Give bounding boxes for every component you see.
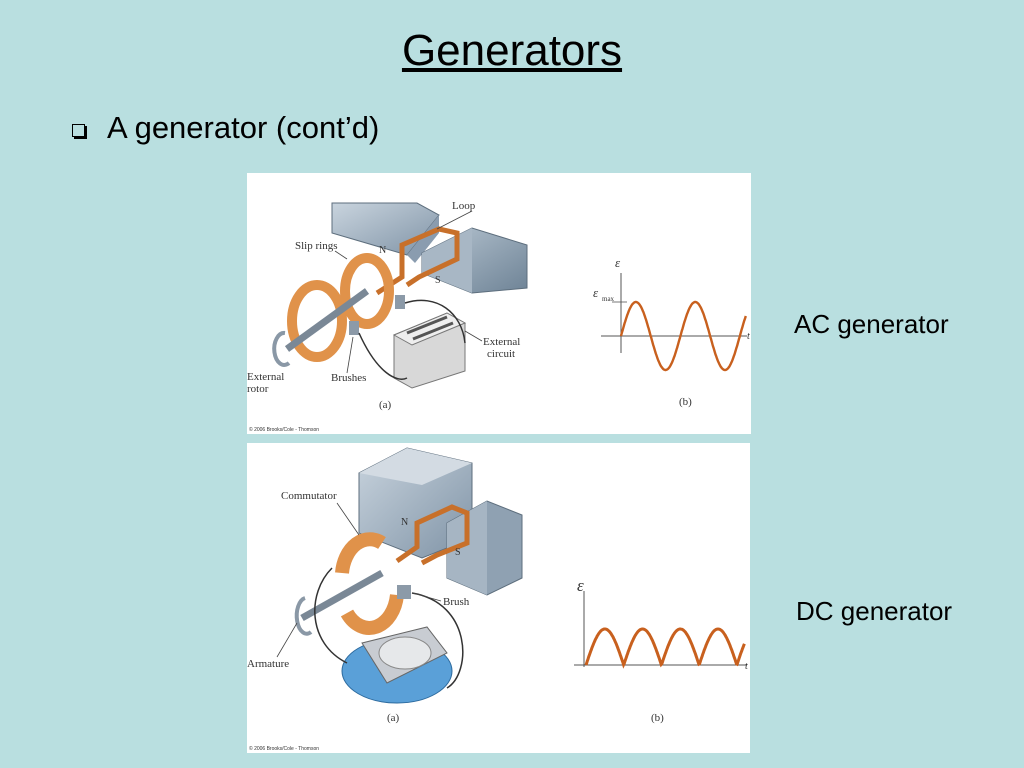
dc-generator-diagram: Commutator N S Brush Armature (a) (b) © … (247, 447, 748, 752)
label-brush: Brush (443, 596, 470, 608)
cd-player-icon (341, 626, 453, 704)
label-slip-rings: Slip rings (295, 240, 337, 252)
checkbox-bullet-icon (72, 123, 85, 137)
dc-generator-label: DC generator (796, 596, 953, 626)
ac-ymax-label: ε (593, 285, 599, 300)
ac-x-label: t (747, 331, 750, 342)
bullet-text: A generator (cont’d) (107, 110, 380, 145)
north-magnet (358, 447, 473, 559)
copyright-text: © 2006 Brooks/Cole - Thomson (249, 745, 319, 752)
ac-generator-diagram: Loop Slip rings N S External circuit Ext… (247, 200, 750, 433)
label-part-a: (a) (379, 399, 392, 411)
bullet-item: A generator (cont’d) (72, 110, 379, 146)
slip-ring-left (287, 280, 347, 362)
dc-rectified-wave (584, 627, 746, 669)
rotor-shaft (284, 288, 370, 352)
dc-y-label: ε (577, 576, 584, 595)
ac-y-label: ε (615, 255, 621, 270)
label-part-a: (a) (387, 712, 400, 724)
label-external-circuit-1: External (483, 336, 520, 348)
label-north: N (379, 245, 386, 256)
label-external-circuit-2: circuit (487, 348, 515, 360)
label-part-b: (b) (679, 396, 692, 408)
toaster-icon (392, 312, 467, 389)
commutator-half-bottom (340, 594, 404, 635)
label-external-rotor-2: rotor (247, 383, 269, 395)
label-loop: Loop (452, 200, 476, 212)
wire-loop (375, 226, 460, 296)
ac-sine-wave (619, 300, 747, 372)
label-armature: Armature (247, 658, 289, 670)
brush-block (397, 585, 411, 599)
slip-ring-right (340, 253, 394, 329)
slide-title: Generators (401, 26, 623, 75)
ac-generator-label: AC generator (794, 309, 949, 339)
label-south: S (435, 275, 441, 286)
ac-ymax-sub: max (602, 295, 615, 303)
rotation-arrow-icon (294, 596, 313, 636)
label-external-rotor-1: External (247, 371, 284, 383)
wire-loop (395, 504, 470, 566)
ac-generator-figure: Loop Slip rings N S External circuit Ext… (247, 173, 751, 434)
dc-generator-figure: Commutator N S Brush Armature (a) (b) © … (247, 443, 750, 753)
label-commutator: Commutator (281, 490, 337, 502)
label-south: S (455, 547, 461, 558)
armature-shaft (300, 569, 384, 622)
commutator-half-top (335, 532, 386, 574)
label-brushes: Brushes (331, 372, 366, 384)
label-part-b: (b) (651, 712, 664, 724)
brush-left (349, 321, 359, 335)
dc-x-label: t (745, 661, 748, 672)
ac-emf-graph: ε ε max t (593, 255, 750, 372)
rotation-arrow-icon (272, 330, 291, 367)
dc-emf-graph: ε t (574, 576, 748, 672)
label-north: N (401, 517, 408, 528)
copyright-text: © 2006 Brooks/Cole - Thomson (249, 426, 319, 433)
brush-right (395, 295, 405, 309)
